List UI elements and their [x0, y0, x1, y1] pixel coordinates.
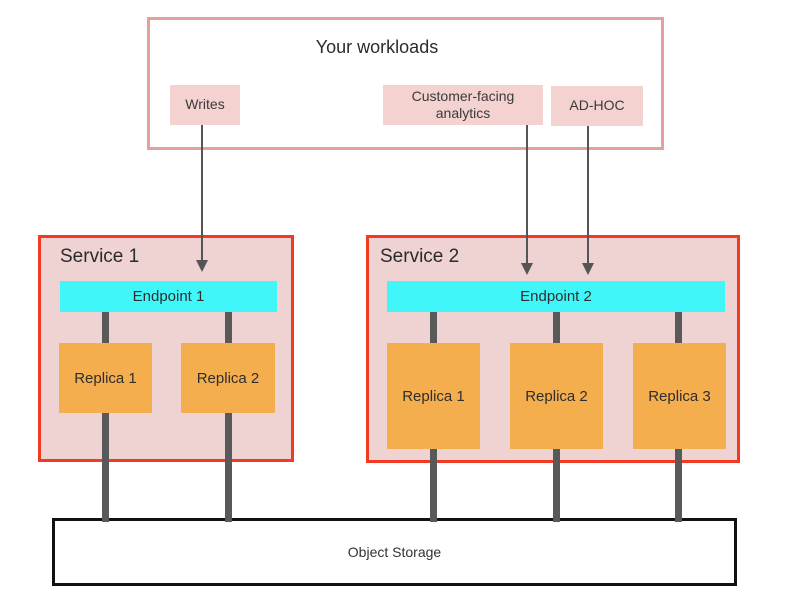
service1-endpoint: Endpoint 1	[60, 281, 277, 312]
arrow-adhoc-arrowhead-icon	[582, 263, 594, 275]
arrow-analytics-arrowhead-icon	[521, 263, 533, 275]
service2-endpoint: Endpoint 2	[387, 281, 725, 312]
workloads-title: Your workloads	[315, 37, 439, 57]
workload-customer-facing-analytics: Customer-facing analytics	[383, 85, 543, 125]
arrow-analytics-to-endpoint2-shaft	[526, 125, 528, 264]
workload-ad-hoc: AD-HOC	[551, 86, 643, 126]
workload-writes: Writes	[170, 85, 240, 125]
service2-replica1: Replica 1	[387, 343, 480, 449]
service1-replica2: Replica 2	[181, 343, 275, 413]
service1-title: Service 1	[60, 246, 140, 267]
service2-replica3: Replica 3	[633, 343, 726, 449]
your-workloads-group: Your workloads Writes Customer-facing an…	[147, 17, 664, 150]
connector-service1-replica2	[225, 312, 232, 522]
object-storage-box: Object Storage	[52, 518, 737, 586]
arrow-writes-to-endpoint1-shaft	[201, 125, 203, 261]
arrow-adhoc-to-endpoint2-shaft	[587, 126, 589, 264]
arrow-writes-arrowhead-icon	[196, 260, 208, 272]
service2-title: Service 2	[380, 246, 460, 267]
connector-service1-replica1	[102, 312, 109, 522]
service2-replica2: Replica 2	[510, 343, 603, 449]
service1-replica1: Replica 1	[59, 343, 152, 413]
